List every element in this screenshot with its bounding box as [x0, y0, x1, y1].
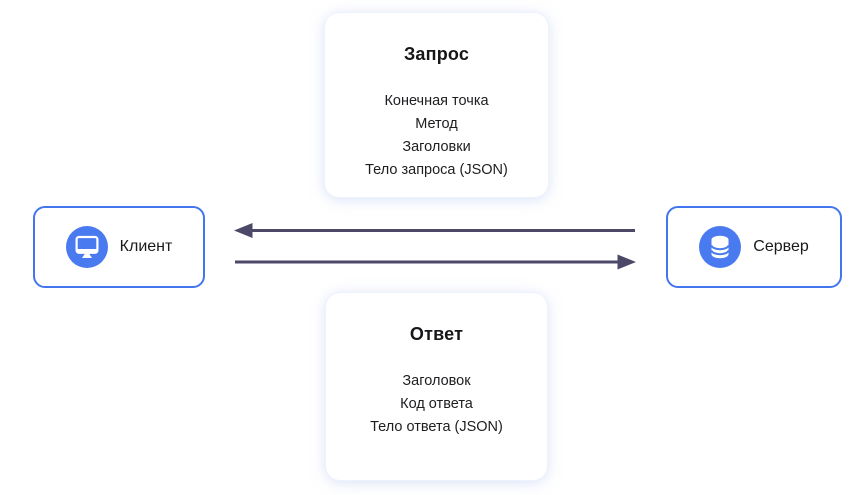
- server-node: Сервер: [666, 206, 842, 288]
- response-card-items: Заголовок Код ответа Тело ответа (JSON): [326, 370, 547, 439]
- response-item-header: Заголовок: [402, 373, 471, 389]
- response-item-code: Код ответа: [400, 396, 473, 412]
- response-item-body: Тело ответа (JSON): [370, 419, 503, 435]
- client-node: Клиент: [33, 206, 205, 288]
- request-item-method: Метод: [415, 116, 458, 132]
- arrow-client-to-server: [235, 254, 636, 270]
- server-node-label: Сервер: [753, 238, 809, 255]
- monitor-icon: [65, 226, 108, 268]
- request-card-title: Запрос: [403, 44, 470, 64]
- request-item-endpoint: Конечная точка: [384, 93, 489, 109]
- response-card: Ответ Заголовок Код ответа Тело ответа (…: [326, 293, 547, 480]
- arrow-server-to-client: [234, 223, 635, 238]
- response-card-title: Ответ: [409, 324, 464, 344]
- database-icon: [699, 226, 742, 268]
- request-card: Запрос Конечная точка Метод Заголовки Те…: [325, 13, 548, 197]
- request-card-items: Конечная точка Метод Заголовки Тело запр…: [325, 90, 548, 182]
- request-item-body: Тело запроса (JSON): [365, 162, 508, 178]
- client-node-label: Клиент: [119, 238, 173, 255]
- request-item-headers: Заголовки: [402, 139, 471, 155]
